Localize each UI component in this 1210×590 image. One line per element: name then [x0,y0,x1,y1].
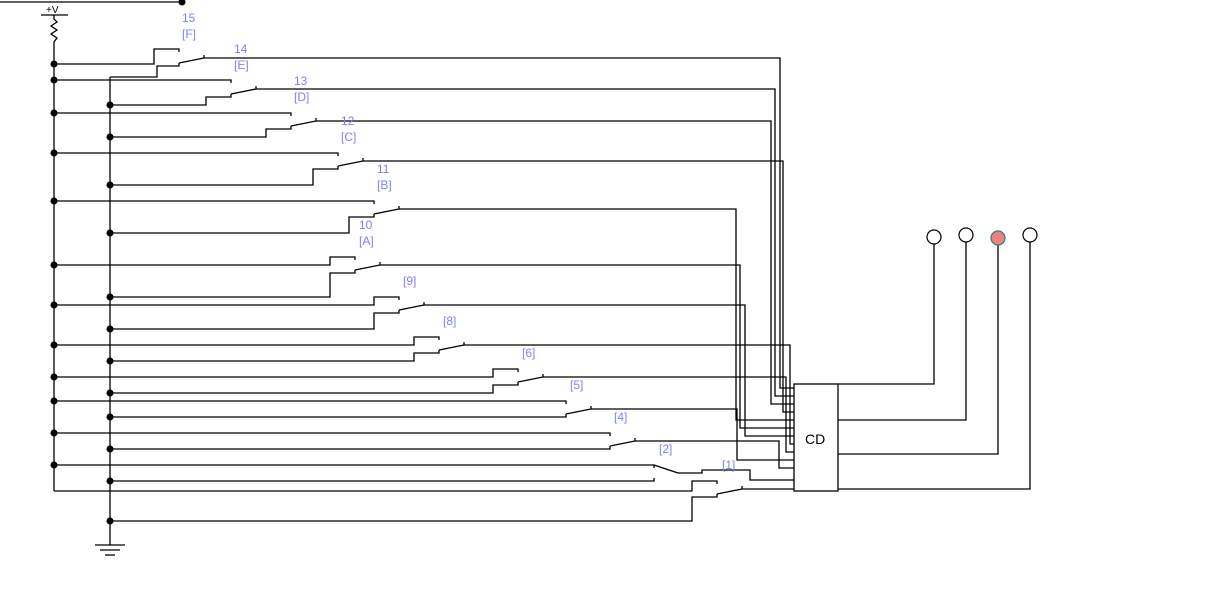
switch-number-label: 10 [359,218,373,232]
switch-number-label: 12 [341,114,355,128]
switch-key-label: [D] [294,90,309,104]
switch-output-wire [380,264,794,429]
gnd-contact-wire [110,166,339,186]
switch-key-label: [5] [570,378,583,392]
vcc-contact-wire [54,480,718,492]
switch-lever[interactable] [354,264,381,271]
switch-key-label: [6] [522,346,535,360]
switch-number-label: 13 [294,74,308,88]
switch-number-label: 11 [377,162,390,176]
switch-output-wire [204,57,794,389]
switch-output-wire [591,408,794,461]
switch-key-label: [E] [234,58,249,72]
switch-lever[interactable] [438,344,465,351]
switch-number-label: 15 [182,11,196,25]
gnd-contact-wire [110,414,567,418]
switch-key-label: [F] [182,27,196,41]
switch-lever[interactable] [716,488,743,495]
vcc-contact-wire [54,296,400,306]
switch-key-label: [9] [403,274,416,288]
switch-key-label: [8] [443,314,456,328]
switch-output-wire [543,376,794,453]
switch-output-wire [363,160,794,413]
switch-lever[interactable] [565,408,592,415]
decoder-output-wire [838,245,999,455]
vcc-contact-wire [54,368,519,378]
vcc-contact-wire [54,400,567,404]
vcc-contact-wire [54,48,180,65]
gnd-contact-wire [110,63,180,78]
switch-key-label: [C] [341,130,356,144]
switch-key-label: [4] [614,410,627,424]
vcc-contact-wire [54,432,611,436]
decoder-output-wire [838,242,967,421]
junction-dot [178,0,186,6]
vcc-contact-wire [54,79,232,83]
lamp-indicator-4 [1022,227,1038,243]
gnd-contact-wire [110,310,400,330]
decoder-output-wire [838,244,935,385]
gnd-contact-wire [110,270,356,298]
vcc-contact-wire [54,112,292,116]
switch-lever[interactable] [609,440,636,447]
decoder-output-wire [838,242,1031,490]
switch-output-wire [464,344,794,445]
switch-lever[interactable] [178,57,205,64]
switch-output-wire [678,469,794,481]
gnd-contact-wire [110,94,232,106]
switch-lever[interactable] [337,160,364,167]
switch-output-wire [424,304,794,437]
switch-number-label: 14 [234,42,248,56]
gnd-contact-wire [110,350,440,362]
switch-output-wire [256,88,794,397]
lamp-indicator-3 [990,230,1006,246]
switch-key-label: [B] [377,178,392,192]
switch-output-wire [635,440,794,469]
gnd-contact-wire [110,126,292,138]
vcc-contact-wire [54,256,356,266]
vcc-contact-wire [54,152,339,156]
gnd-contact-wire [110,214,375,234]
lamp-indicator-1 [926,229,942,245]
switch-key-label: [2] [659,442,672,456]
switch-lever[interactable] [517,376,544,383]
gnd-contact-wire [110,446,611,450]
switch-key-label: [A] [359,234,374,248]
lamp-indicator-2 [958,227,974,243]
switch-key-label: [1] [722,458,735,472]
switch-output-wire [399,208,794,421]
decoder-label: CD [805,431,825,447]
switch-lever[interactable] [373,208,400,215]
switch-lever[interactable] [290,120,317,127]
gnd-contact-wire [110,494,718,522]
vcc-contact-wire [54,336,440,346]
gnd-contact-wire [110,382,519,394]
vcc-contact-wire [54,464,655,468]
vcc-contact-wire [54,200,375,204]
decoder-chip[interactable] [793,383,839,492]
gnd-contact-wire [110,478,655,482]
switch-lever[interactable] [653,464,679,474]
switch-lever[interactable] [230,88,257,95]
pullup-resistor-and-vcc-rail [49,15,59,491]
supply-label: +V [46,5,59,16]
switch-lever[interactable] [398,304,425,311]
